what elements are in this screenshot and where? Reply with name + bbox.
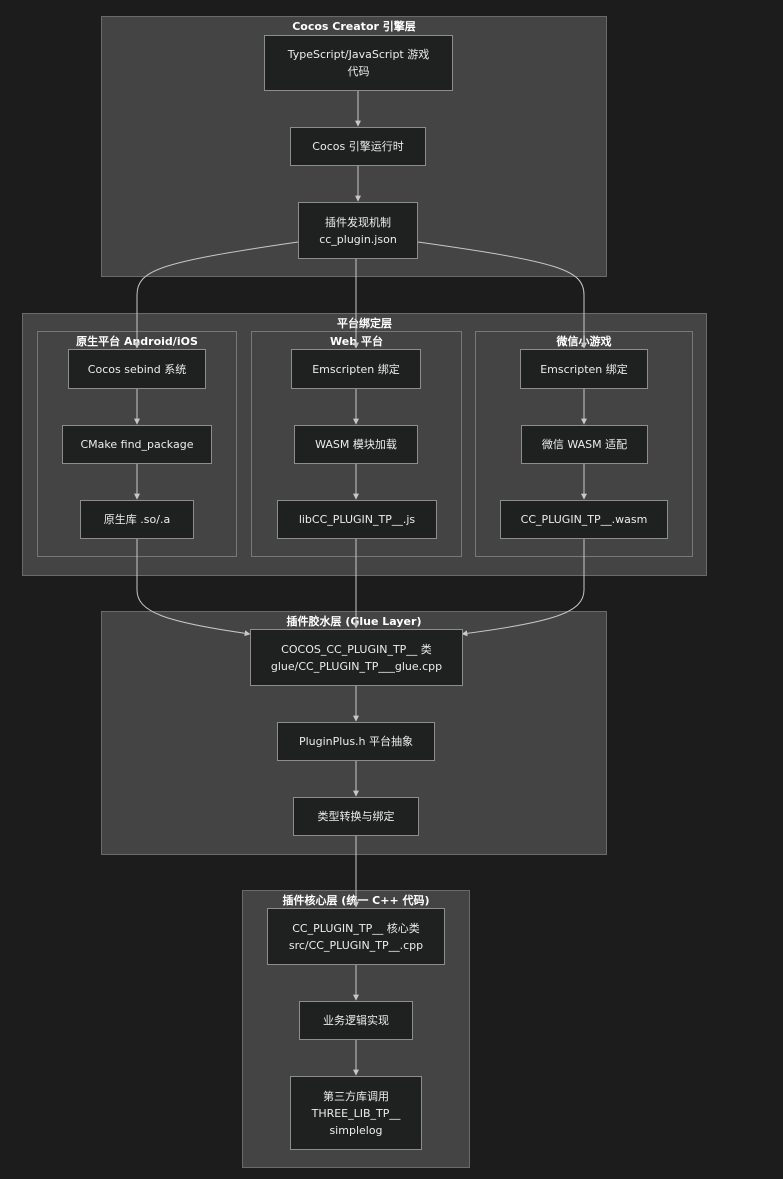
node-line: glue/CC_PLUGIN_TP___glue.cpp bbox=[270, 659, 443, 673]
node-line: 微信 WASM 适配 bbox=[541, 438, 628, 451]
node-line: PluginPlus.h 平台抽象 bbox=[298, 735, 414, 748]
cluster-title: 插件核心层 (统一 C++ 代码) bbox=[282, 894, 430, 907]
node-core-class: CC_PLUGIN_TP__ 核心类 src/CC_PLUGIN_TP__.cp… bbox=[267, 908, 445, 965]
node-cmake-find-package: CMake find_package bbox=[62, 425, 212, 464]
node-wechat-emscripten: Emscripten 绑定 bbox=[520, 349, 648, 389]
node-ts-code: TypeScript/JavaScript 游戏 代码 bbox=[264, 35, 453, 91]
node-wasm-load: WASM 模块加载 bbox=[294, 425, 418, 464]
node-line: Emscripten 绑定 bbox=[540, 362, 628, 376]
node-line: 第三方库调用 bbox=[323, 1089, 389, 1103]
node-line: 类型转换与绑定 bbox=[317, 810, 395, 823]
node-wechat-wasm-adapt: 微信 WASM 适配 bbox=[521, 425, 648, 464]
node-native-lib: 原生库 .so/.a bbox=[80, 500, 194, 539]
node-glue-class: COCOS_CC_PLUGIN_TP__ 类 glue/CC_PLUGIN_TP… bbox=[250, 629, 463, 686]
node-lib-js: libCC_PLUGIN_TP__.js bbox=[277, 500, 437, 539]
node-line: 插件发现机制 bbox=[325, 215, 391, 229]
cluster-title: 微信小游戏 bbox=[556, 335, 612, 348]
node-third-party: 第三方库调用 THREE_LIB_TP__ simplelog bbox=[290, 1076, 422, 1150]
node-line: TypeScript/JavaScript 游戏 bbox=[287, 48, 430, 61]
node-cocos-sebind: Cocos sebind 系统 bbox=[68, 349, 206, 389]
node-wasm-file: CC_PLUGIN_TP__.wasm bbox=[500, 500, 668, 539]
cluster-title: Cocos Creator 引擎层 bbox=[292, 20, 416, 33]
node-line: Emscripten 绑定 bbox=[312, 362, 400, 376]
node-line: libCC_PLUGIN_TP__.js bbox=[298, 513, 416, 526]
node-line: src/CC_PLUGIN_TP__.cpp bbox=[288, 938, 424, 952]
cluster-title: 插件胶水层 (Glue Layer) bbox=[286, 615, 422, 628]
node-line: simplelog bbox=[329, 1123, 383, 1137]
cluster-title: 平台绑定层 bbox=[337, 317, 392, 330]
node-type-conversion: 类型转换与绑定 bbox=[293, 797, 419, 836]
node-engine-runtime: Cocos 引擎运行时 bbox=[290, 127, 426, 166]
node-business-logic: 业务逻辑实现 bbox=[299, 1001, 413, 1040]
node-line: 业务逻辑实现 bbox=[323, 1014, 389, 1027]
node-line: CC_PLUGIN_TP__ 核心类 bbox=[292, 921, 420, 935]
node-line: WASM 模块加载 bbox=[315, 438, 397, 451]
node-pluginplus: PluginPlus.h 平台抽象 bbox=[277, 722, 435, 761]
node-line: Cocos 引擎运行时 bbox=[312, 140, 404, 153]
node-line: 原生库 .so/.a bbox=[103, 513, 171, 526]
node-line: CMake find_package bbox=[80, 438, 194, 451]
node-plugin-discovery: 插件发现机制 cc_plugin.json bbox=[298, 202, 418, 259]
node-line: THREE_LIB_TP__ bbox=[311, 1106, 401, 1120]
node-line: CC_PLUGIN_TP__.wasm bbox=[520, 513, 648, 526]
cluster-title: 原生平台 Android/iOS bbox=[76, 335, 198, 348]
node-line: cc_plugin.json bbox=[319, 232, 397, 246]
node-line: Cocos sebind 系统 bbox=[87, 362, 187, 376]
cluster-title: Web 平台 bbox=[330, 335, 383, 348]
node-web-emscripten: Emscripten 绑定 bbox=[291, 349, 421, 389]
node-line: 代码 bbox=[347, 65, 370, 78]
node-line: COCOS_CC_PLUGIN_TP__ 类 bbox=[281, 642, 432, 656]
